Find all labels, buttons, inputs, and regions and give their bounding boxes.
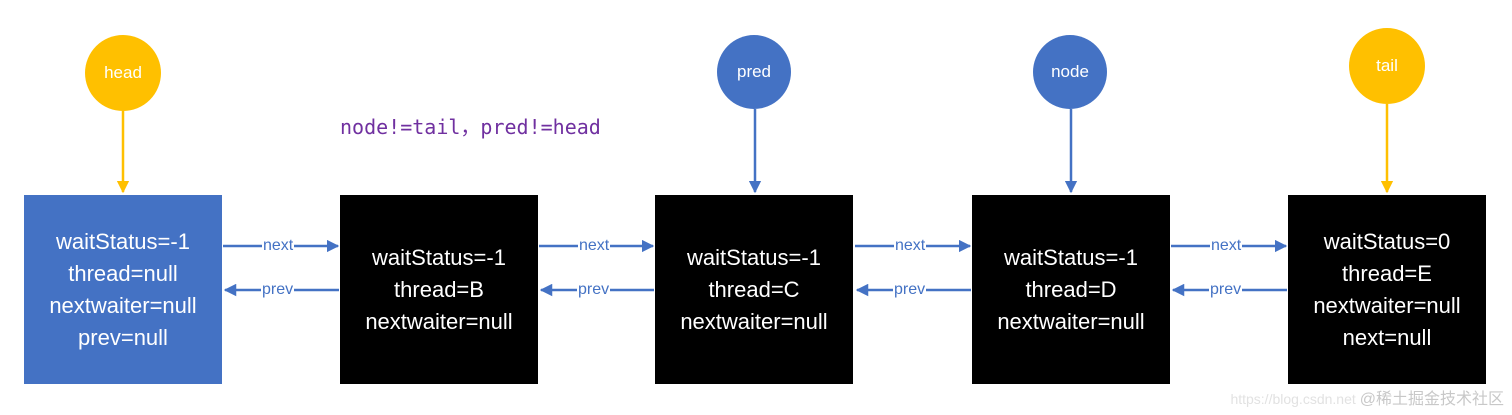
watermark-url: https://blog.csdn.net [1230,391,1356,407]
node-pointer: node [1033,35,1107,109]
queue-node-d: waitStatus=-1 thread=D nextwaiter=null [972,195,1170,384]
head-pointer-label: head [104,63,142,82]
head-pointer: head [85,35,161,111]
node-field: nextwaiter=null [1313,292,1461,318]
node-field: nextwaiter=null [680,308,828,334]
node-field: thread=E [1342,260,1432,286]
node-field: next=null [1342,324,1432,350]
node-field: thread=D [1025,276,1117,302]
prev-label-d-c: prev [893,281,927,299]
pred-pointer: pred [717,35,791,109]
node-field: nextwaiter=null [49,292,197,318]
node-field: waitStatus=0 [1323,228,1451,254]
next-label-a-b: next [262,237,295,255]
node-field: prev=null [78,324,168,350]
node-field: nextwaiter=null [997,308,1145,334]
node-field: waitStatus=-1 [1004,244,1138,270]
condition-text: node!=tail，pred!=head [340,115,601,139]
next-label-c-d: next [894,237,927,255]
queue-node-b: waitStatus=-1 thread=B nextwaiter=null [340,195,538,384]
node-field: waitStatus=-1 [372,244,506,270]
next-label-b-c: next [578,237,611,255]
prev-label-c-b: prev [577,281,611,299]
tail-pointer: tail [1349,28,1425,104]
prev-label-b-a: prev [261,281,295,299]
queue-node-tail: waitStatus=0 thread=E nextwaiter=null ne… [1288,195,1486,384]
queue-node-head: waitStatus=-1 thread=null nextwaiter=nul… [24,195,222,384]
node-field: waitStatus=-1 [687,244,821,270]
node-field: thread=B [394,276,484,302]
watermark-brand: @稀土掘金技术社区 [1359,391,1504,408]
node-pointer-label: node [1051,62,1089,81]
tail-pointer-label: tail [1376,56,1398,75]
pred-pointer-label: pred [736,62,772,81]
prev-label-e-d: prev [1209,281,1243,299]
node-field: thread=null [68,260,178,286]
watermark: https://blog.csdn.net@稀土掘金技术社区 [1230,385,1504,409]
queue-node-c: waitStatus=-1 thread=C nextwaiter=null [655,195,853,384]
next-label-d-e: next [1210,237,1243,255]
node-field: nextwaiter=null [365,308,513,334]
node-field: waitStatus=-1 [56,228,190,254]
node-field: thread=C [708,276,800,302]
